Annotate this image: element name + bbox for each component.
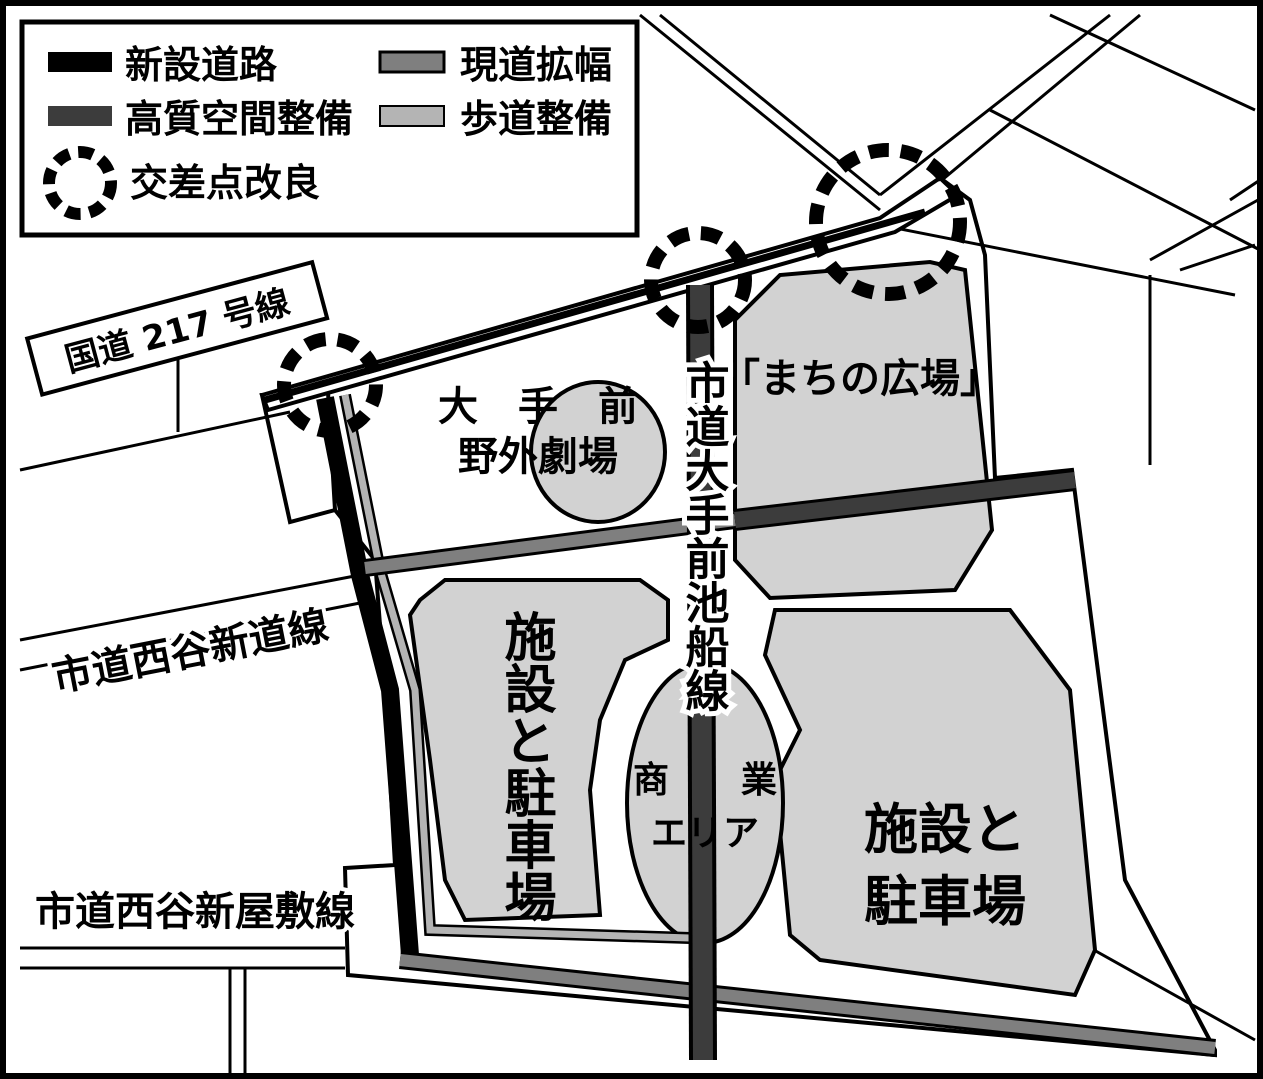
street-kokudo-lower — [19, 410, 291, 472]
plaza-label: 「まちの広場」 — [720, 356, 1000, 402]
legend-swatch-new-road — [48, 52, 112, 72]
widening-yashiki — [399, 954, 1216, 1054]
intersection-circle-center — [644, 226, 752, 334]
street-east-4 — [1229, 178, 1261, 202]
road-improvements — [316, 284, 1216, 1061]
quality-space-ew — [734, 472, 1076, 528]
kokudo-label-box — [24, 259, 330, 398]
intersection-improvements — [277, 143, 967, 438]
plaza-area — [733, 259, 995, 601]
legend-label-new-road: 新設道路 — [125, 43, 278, 87]
sidewalk-west — [341, 394, 691, 942]
legend-box — [19, 19, 640, 238]
street-east-2 — [1049, 13, 1256, 112]
legend: 新設道路 現道拡幅 高質空間整備 歩道整備 交差点改良 — [19, 19, 640, 238]
legend-intersection-icon — [43, 146, 117, 220]
theater-area — [529, 380, 667, 524]
street-east-3 — [879, 223, 1236, 297]
quality-space-ns — [690, 284, 713, 1061]
street-se — [1084, 943, 1256, 1042]
street-east-1 — [989, 108, 1261, 252]
area-labels: 大 手 前 野外劇場 「まちの広場」 施設と駐車場 商 業 エリア 施設と 駐車… — [438, 356, 1026, 933]
widening-shindo — [364, 514, 736, 574]
legend-swatch-quality — [48, 106, 112, 126]
street-east-7 — [1179, 243, 1256, 272]
intersection-circle-west — [277, 332, 383, 438]
facility-right-label-line2: 駐車場 — [864, 870, 1026, 933]
facility-right-label-line1: 施設と — [864, 798, 1026, 861]
commerce-label-line2: エリア — [651, 813, 759, 854]
legend-swatch-widening — [378, 50, 446, 74]
legend-swatch-sidewalk — [379, 105, 445, 127]
yashiki-label-text: 市道西谷新屋敷線 — [35, 889, 355, 935]
street-west-upper — [19, 573, 361, 642]
legend-label-intersection: 交差点改良 — [130, 161, 320, 205]
legend-label-widening: 現道拡幅 — [460, 43, 612, 87]
street-east-5 — [1149, 198, 1259, 262]
facility-area-left — [407, 578, 670, 923]
facility-left-label: 施設と駐車場 — [495, 610, 556, 922]
theater-label-line1: 大 手 前 — [438, 384, 638, 430]
street-nw-diagonal — [639, 13, 881, 212]
commerce-label-line1: 商 業 — [633, 760, 777, 801]
theater-label-line2: 野外劇場 — [458, 434, 618, 480]
legend-label-quality: 高質空間整備 — [125, 97, 353, 141]
legend-label-sidewalk: 歩道整備 — [460, 97, 612, 141]
intersection-circle-east — [809, 143, 967, 301]
ikefune-label-text: 市道大手前池船線 — [678, 360, 730, 712]
facility-area-right — [762, 608, 1098, 998]
street-ne-diagonal — [879, 13, 1111, 197]
street-west-lower — [19, 601, 361, 672]
background-streets — [19, 13, 1261, 1075]
new-road-west — [316, 396, 419, 956]
